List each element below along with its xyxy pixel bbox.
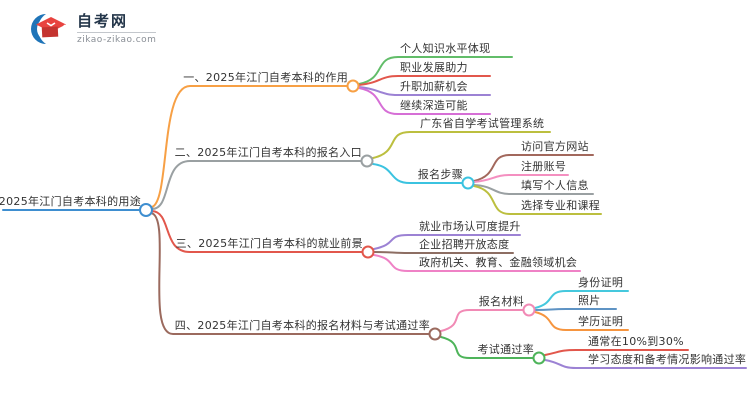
connector-b1-leaf-1 [358,56,513,85]
graduation-cap-logo-icon [31,14,66,44]
connector-b2c2-leaf-2 [473,174,569,183]
b1-leaf-career[interactable]: 职业发展助力 [400,61,468,75]
branch-3-node[interactable]: 三、2025年江门自考本科的就业前景 [175,237,363,251]
root-node[interactable]: 2025年江门自考本科的用途 [0,195,141,209]
connector-b2c2-leaf-1 [473,154,594,182]
connector-branch-2 [151,160,362,210]
connector-b4-leaf-1 [440,309,524,332]
connector-b1-leaf-2 [358,75,491,86]
connector-b4c2-leaf-1 [544,349,689,356]
b4-material-diploma[interactable]: 学历证明 [578,315,624,329]
signup-steps-circle[interactable] [461,176,475,190]
b3-leaf-sectors[interactable]: 政府机关、教育、金融领域机会 [419,256,578,270]
connector-b2c2-leaf-3 [473,184,594,195]
logo-domain: zikao-zikao.com [77,31,157,45]
branch-2-circle[interactable] [360,154,374,168]
b2-node-signup-steps[interactable]: 报名步骤 [417,168,463,182]
connector-b3-leaf-1 [373,234,521,250]
logo-title: 自考网 [77,12,129,31]
connector-b1-leaf-3 [358,86,491,96]
b4-rate-factors[interactable]: 学习态度和备考情况影响通过率 [588,353,747,367]
b4-node-pass-rate[interactable]: 考试通过率 [477,343,534,357]
b4-material-photo[interactable]: 照片 [578,294,601,308]
branch-1-circle[interactable] [346,79,360,93]
branch-4-node[interactable]: 四、2025年江门自考本科的报名材料与考试通过率 [174,319,430,333]
connector-branch-1 [151,85,348,208]
connector-b4-leaf-2 [440,336,534,359]
b4-material-id[interactable]: 身份证明 [578,276,624,290]
connector-b3-leaf-2 [373,251,514,254]
b2-leaf-system[interactable]: 广东省自学考试管理系统 [420,117,545,131]
branch-3-circle[interactable] [361,245,375,259]
connector-branch-4 [150,212,430,335]
connector-b2c2-leaf-4 [473,185,602,215]
connector-b4c2-leaf-2 [544,359,747,369]
branch-1-node[interactable]: 一、2025年江门自考本科的作用 [183,71,348,85]
connector-branch-3 [151,210,363,253]
connector-b3-leaf-3 [373,254,581,272]
connector-b4c1-leaf-1 [534,290,629,309]
connector-b2-leaf-2 [372,163,463,184]
b1-leaf-further-study[interactable]: 继续深造可能 [400,99,468,113]
b4-rate-range[interactable]: 通常在10%到30% [588,335,684,349]
b1-leaf-knowledge[interactable]: 个人知识水平体现 [400,42,491,56]
pass-rate-circle[interactable] [532,351,546,365]
materials-circle[interactable] [522,303,536,317]
b3-leaf-market[interactable]: 就业市场认可度提升 [419,220,521,234]
b2-step-register[interactable]: 注册账号 [521,160,567,174]
site-logo: 自考网 zikao-zikao.com [28,10,157,48]
connector-b1-leaf-4 [358,87,491,115]
b2-step-choose-major[interactable]: 选择专业和课程 [521,199,601,213]
root-hub-circle[interactable] [139,203,153,217]
branch-4-circle[interactable] [428,327,442,341]
b2-step-visit-site[interactable]: 访问官方网站 [521,140,589,154]
b2-step-fill-info[interactable]: 填写个人信息 [521,179,589,193]
logo-text: 自考网 zikao-zikao.com [77,12,157,45]
b4-node-materials[interactable]: 报名材料 [478,295,524,309]
connector-b2-leaf-1 [372,131,551,159]
b1-leaf-promotion[interactable]: 升职加薪机会 [400,80,468,94]
branch-2-node[interactable]: 二、2025年江门自考本科的报名入口 [174,146,362,160]
b3-leaf-hiring[interactable]: 企业招聘开放态度 [419,238,510,252]
connector-b4c1-leaf-3 [534,311,629,331]
connector-b4c1-leaf-2 [534,308,617,311]
